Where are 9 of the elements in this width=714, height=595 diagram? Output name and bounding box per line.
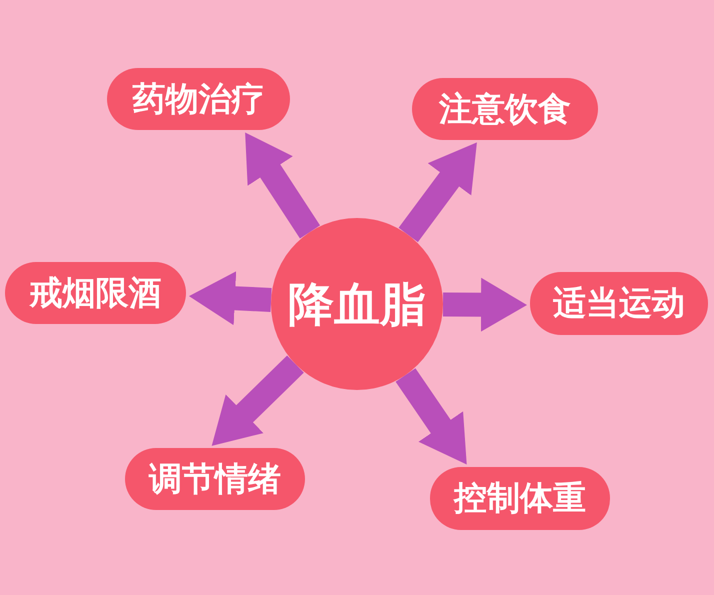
topic-label: 适当运动 <box>553 285 685 322</box>
hub-label: 降血脂 <box>288 278 426 330</box>
topic-label: 控制体重 <box>454 480 586 517</box>
topic-label: 调节情绪 <box>149 460 281 498</box>
topic-label: 注意饮食 <box>439 90 571 128</box>
arrow <box>188 271 272 326</box>
topic-label: 药物治疗 <box>132 80 264 118</box>
arrow <box>442 278 528 332</box>
topic-label: 戒烟限酒 <box>30 274 162 312</box>
